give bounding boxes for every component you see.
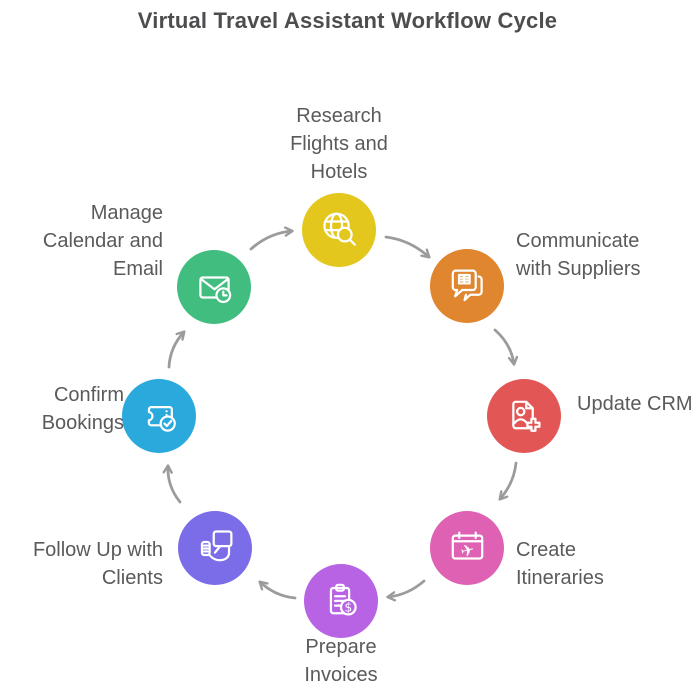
label-follow-up-clients: Follow Up with Clients — [32, 539, 163, 589]
label-create-itineraries: Create Itineraries — [516, 539, 604, 589]
arrow-communicate-to-crm — [493, 328, 514, 364]
label-manage-calendar-email: Manage Calendar and Email — [42, 202, 163, 280]
node-create-itineraries: ✈ — [430, 511, 504, 585]
mail-clock-icon — [198, 275, 231, 303]
node-communicate-suppliers — [430, 249, 504, 323]
calendar-plane-icon: ✈ — [451, 531, 483, 561]
node-research-flights-hotels — [302, 193, 376, 267]
contact-add-icon — [511, 400, 541, 432]
globe-search-icon — [322, 212, 356, 246]
arrow-crm-to-itineraries — [500, 461, 518, 499]
arrow-followup-to-confirm — [168, 466, 182, 504]
hand-chat-icon — [200, 529, 232, 561]
diagram-title: Virtual Travel Assistant Workflow Cycle — [137, 8, 558, 33]
ticket-check-icon — [147, 405, 176, 432]
label-communicate-suppliers: Communicate with Suppliers — [516, 230, 641, 280]
svg-text:$: $ — [344, 600, 352, 614]
label-prepare-invoices: Prepare Invoices — [304, 636, 378, 685]
label-research-flights-hotels: Research Flights and Hotels — [290, 105, 388, 183]
node-manage-calendar-email — [177, 250, 251, 324]
arrow-manage-to-research — [249, 231, 292, 251]
invoice-dollar-icon: $ — [329, 583, 357, 616]
arrow-invoices-to-followup — [260, 582, 297, 600]
label-update-crm: Update CRM — [577, 393, 693, 415]
svg-text:✈: ✈ — [458, 539, 476, 561]
label-confirm-bookings: Confirm Bookings — [41, 384, 124, 434]
node-follow-up-clients — [178, 511, 252, 585]
node-prepare-invoices: $ — [304, 564, 378, 638]
arrow-confirm-to-manage — [167, 332, 184, 369]
node-update-crm — [487, 379, 561, 453]
chat-bubbles-icon — [451, 269, 483, 301]
arrow-itineraries-to-invoices — [388, 579, 426, 597]
node-confirm-bookings — [122, 379, 196, 453]
arrow-research-to-communicate — [384, 235, 429, 257]
